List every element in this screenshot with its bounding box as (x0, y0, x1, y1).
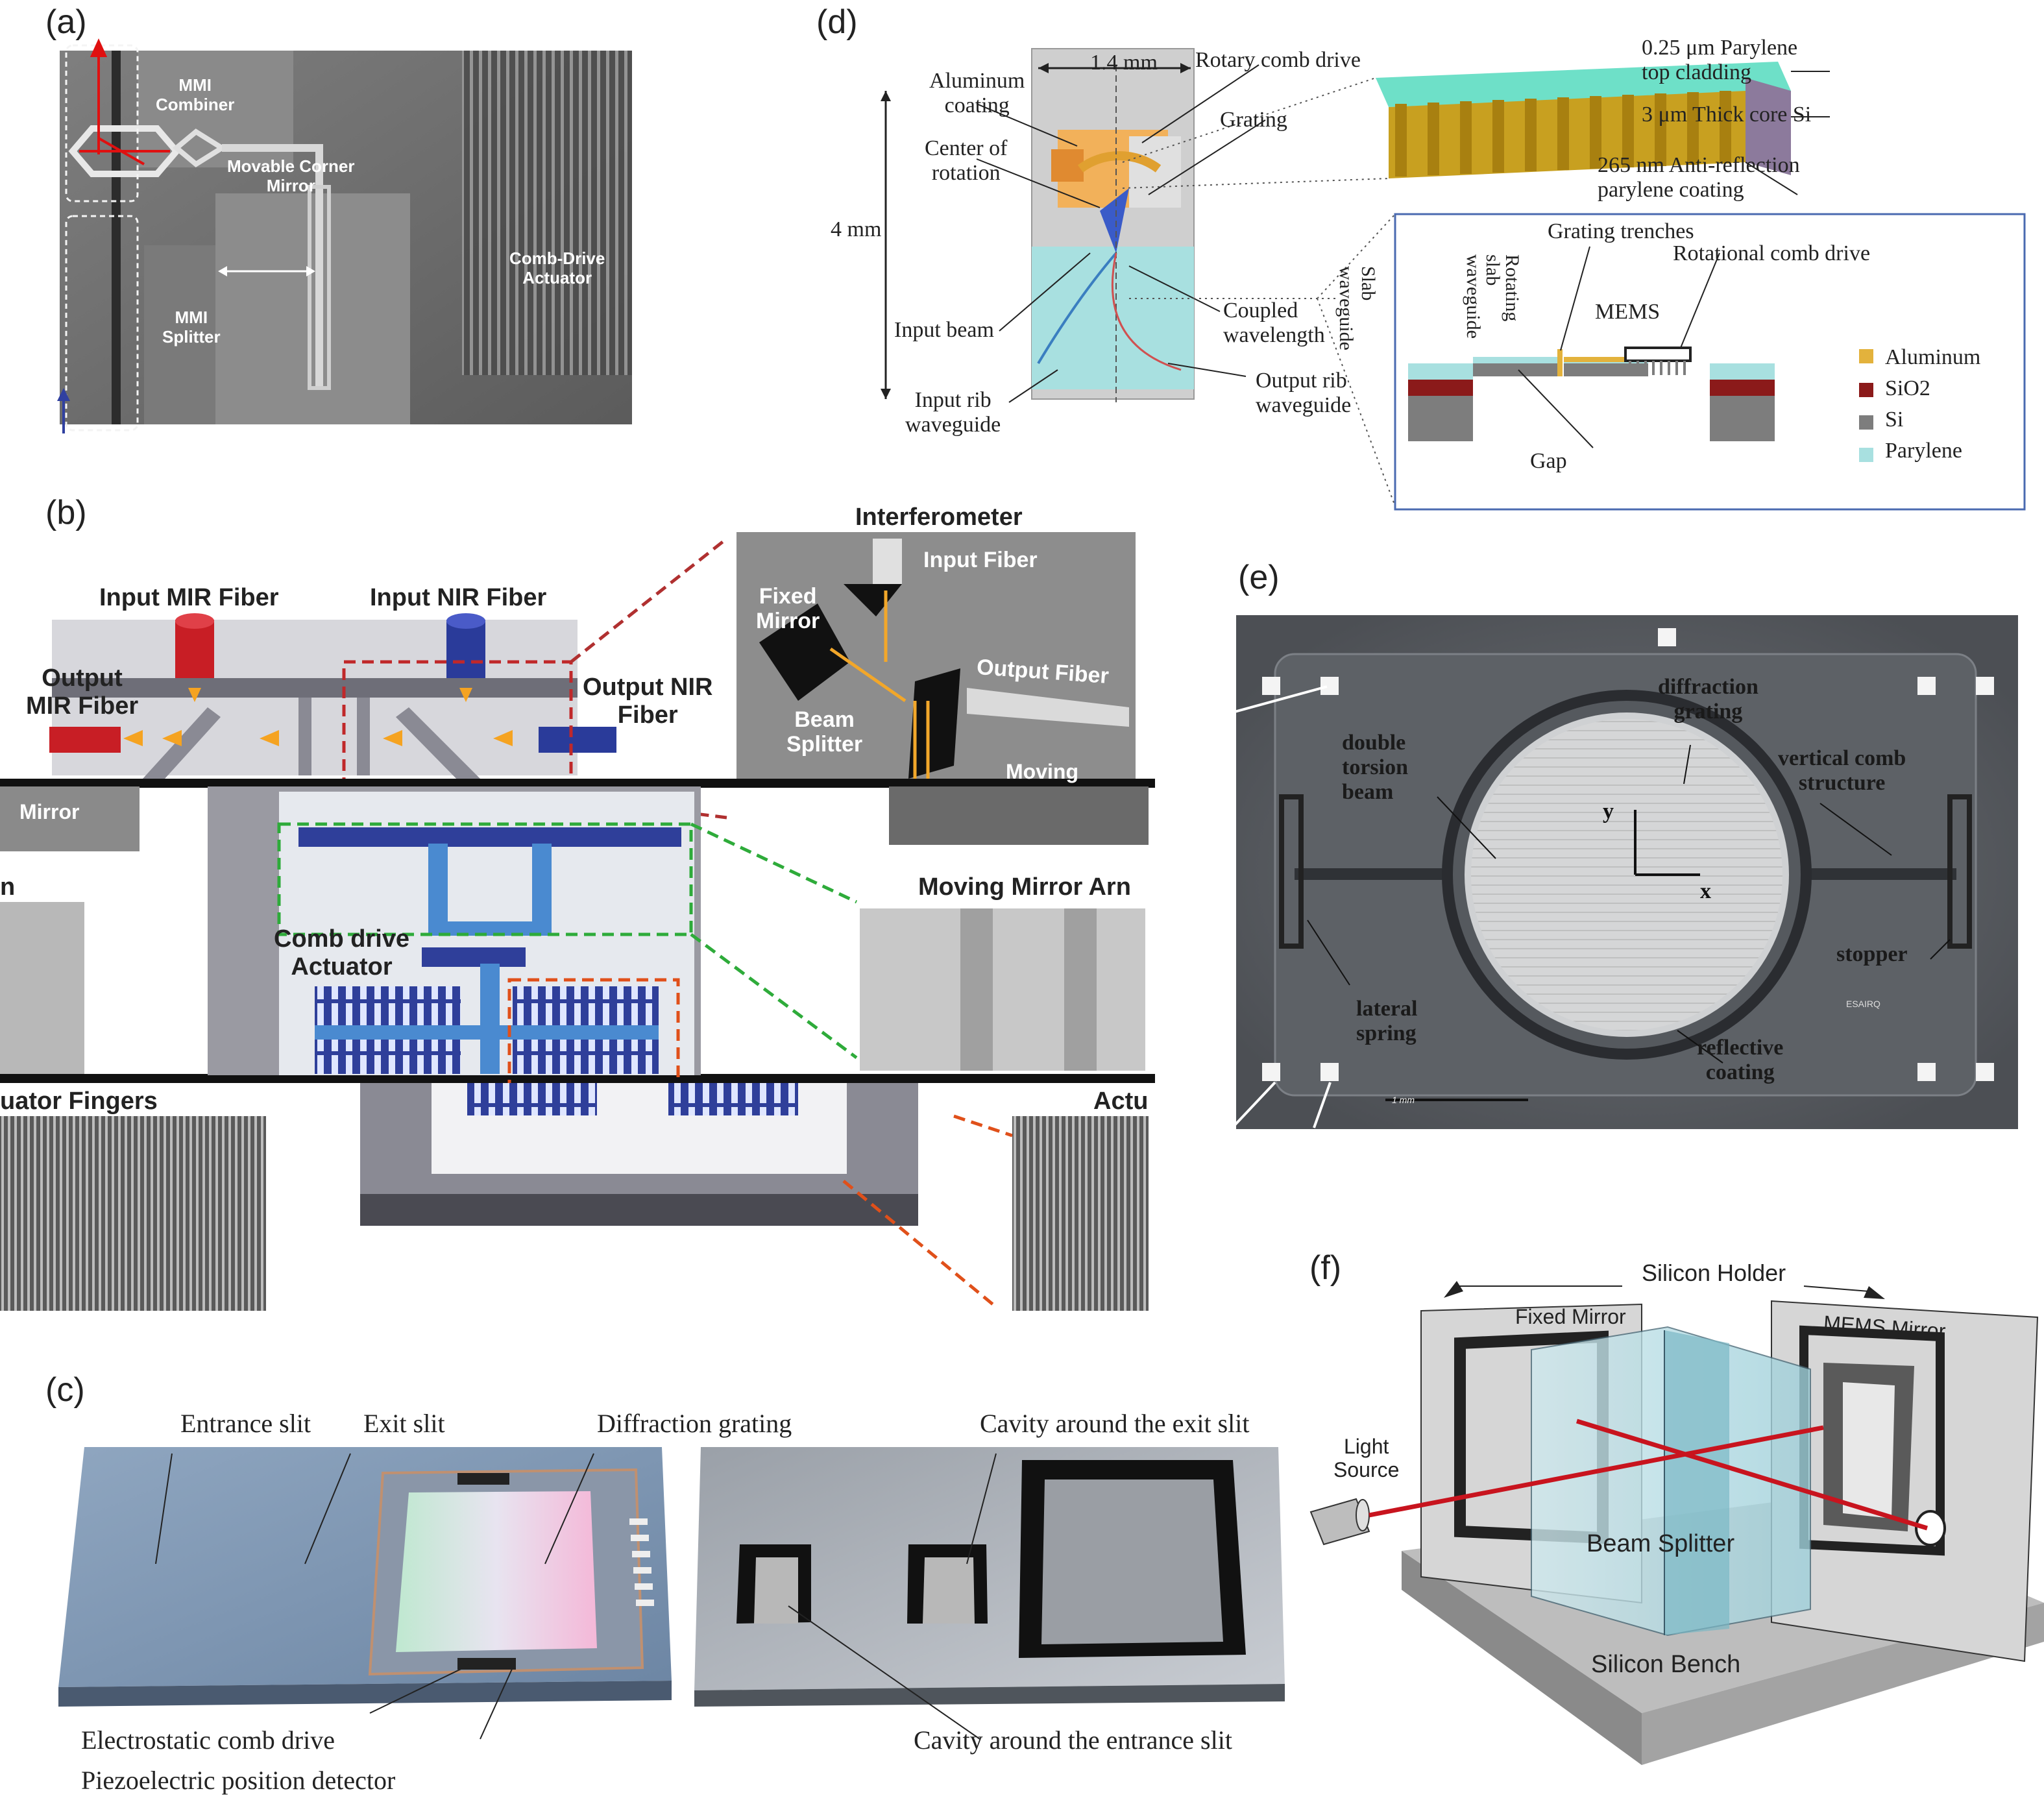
panel-b-diagram (0, 532, 1155, 1311)
legend-sio2-label: SiO2 (1885, 376, 1930, 400)
input-nir-fiber-label: Input NIR Fiber (370, 584, 547, 611)
axis-x-label: x (1700, 879, 1711, 903)
silicon-bench-label: Silicon Bench (1591, 1651, 1741, 1678)
panel-label-d: (d) (816, 3, 858, 41)
interferometer-label: Interferometer (855, 504, 1023, 531)
silicon-holder-label: Silicon Holder (1642, 1260, 1786, 1286)
coupled-wavelength-label: Coupled wavelength (1223, 298, 1325, 348)
legend-swatches (1859, 349, 1873, 462)
stopper-label: stopper (1836, 942, 1908, 966)
mmi-splitter-label: MMI Splitter (162, 308, 221, 347)
grating-label: Grating (1220, 108, 1287, 132)
axis-y-label: y (1603, 799, 1614, 823)
legend-aluminum-label: Aluminum (1885, 345, 1981, 369)
input-beam-label: Input beam (894, 318, 994, 342)
movable-corner-mirror-label: Movable Corner Mirror (227, 156, 355, 195)
fixed-mirror-label-f: Fixed Mirror (1515, 1305, 1626, 1328)
comb-drive-actuator-label-b: Comb drive Actuator (274, 925, 410, 980)
mirror-label-b: Mirror (19, 800, 80, 823)
panel-label-a: (a) (45, 3, 87, 41)
output-rib-waveguide-label: Output rib waveguide (1256, 369, 1352, 418)
exit-slit-label: Exit slit (363, 1409, 445, 1438)
panel-label-b: (b) (45, 494, 87, 531)
rotating-slab-waveguide-label: Rotating slab waveguide (1463, 254, 1523, 339)
esairq-logo: ESAIRQ (1846, 999, 1880, 1009)
anti-reflection-label: 265 nm Anti-reflection parylene coating (1598, 153, 1800, 202)
cavity-exit-slit-label: Cavity around the exit slit (980, 1409, 1250, 1438)
diffraction-grating-label-e: diffraction grating (1658, 675, 1758, 724)
panel-c-photos (58, 1447, 1285, 1740)
aluminum-coating-label: Aluminum coating (929, 69, 1025, 118)
grating-trenches-label: Grating trenches (1548, 219, 1694, 243)
arm-partial-label: n (0, 873, 16, 901)
panel-f-diagram (1309, 1281, 2044, 1765)
beam-splitter-label-f: Beam Splitter (1587, 1530, 1735, 1557)
entrance-slit-label: Entrance slit (180, 1409, 311, 1438)
electrostatic-comb-drive-label: Electrostatic comb drive (81, 1725, 335, 1755)
reflective-coating-label: reflective coating (1697, 1036, 1784, 1085)
panel-d-schematic (881, 48, 2026, 511)
panel-a-sem-image (57, 38, 632, 433)
light-source-label: Light Source (1333, 1435, 1400, 1481)
output-nir-fiber-label: Output NIR Fiber (583, 674, 713, 729)
parylene-top-label: 0.25 μm Parylene top cladding (1642, 36, 1798, 85)
dim-width-label: 1.4 mm (1090, 51, 1158, 75)
scale-bar-label: 1 mm (1392, 1095, 1415, 1105)
beam-splitter-label-b: Beam Splitter (786, 707, 863, 757)
legend-parylene-label: Parylene (1885, 439, 1962, 463)
output-mir-fiber-label: Output MIR Fiber (26, 664, 139, 720)
diffraction-grating-label-c: Diffraction grating (597, 1409, 792, 1438)
panel-e-sem-image (1231, 615, 2018, 1129)
legend-si-label: Si (1885, 408, 1904, 432)
mems-label: MEMS (1595, 300, 1661, 324)
panel-label-f: (f) (1309, 1249, 1342, 1287)
input-fiber-label: Input Fiber (923, 548, 1038, 572)
actu-label: Actu (1093, 1088, 1149, 1115)
gap-label: Gap (1530, 449, 1567, 473)
slab-waveguide-label: Slab waveguide (1335, 266, 1379, 350)
rotary-comb-drive-label: Rotary comb drive (1195, 48, 1361, 72)
lateral-spring-label: lateral spring (1356, 997, 1418, 1046)
dim-height-label: 4 mm (831, 217, 882, 241)
rotational-comb-drive-label: Rotational comb drive (1673, 241, 1871, 265)
moving-label: Moving (1006, 760, 1078, 783)
input-mir-fiber-label: Input MIR Fiber (99, 584, 279, 611)
vertical-comb-label: vertical comb structure (1778, 746, 1906, 796)
cavity-entrance-slit-label: Cavity around the entrance slit (914, 1725, 1232, 1755)
actuator-fingers-label: uator Fingers (0, 1088, 158, 1115)
double-torsion-beam-label: double torsion beam (1342, 731, 1408, 805)
center-of-rotation-label: Center of rotation (925, 136, 1008, 186)
panel-label-c: (c) (45, 1371, 85, 1409)
fixed-mirror-label-b: Fixed Mirror (756, 584, 820, 634)
piezoelectric-detector-label: Piezoelectric position detector (81, 1766, 396, 1795)
comb-drive-actuator-label-a: Comb-Drive Actuator (509, 249, 605, 287)
input-rib-waveguide-label: Input rib waveguide (905, 388, 1001, 437)
thick-core-label: 3 μm Thick core Si (1642, 103, 1812, 127)
mmi-combiner-label: MMI Combiner (156, 75, 235, 114)
panel-label-e: (e) (1238, 559, 1280, 596)
moving-mirror-arm-label: Moving Mirror Arn (918, 873, 1131, 901)
